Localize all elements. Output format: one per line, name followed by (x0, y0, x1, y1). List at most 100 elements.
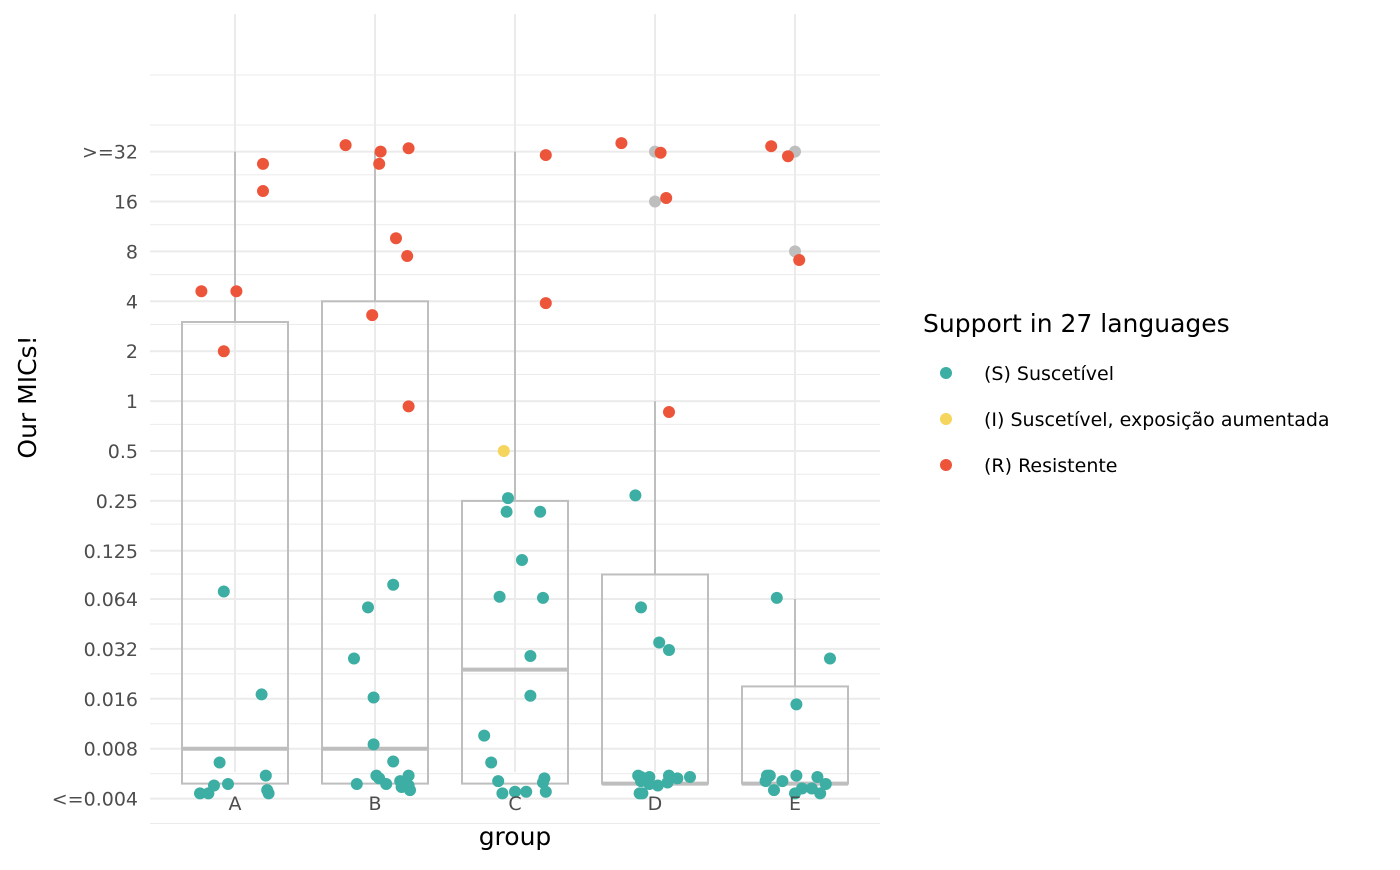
data-point-A-R (217, 345, 230, 358)
data-point-C-S (478, 729, 491, 742)
data-point-C-S (516, 554, 528, 567)
data-point-E-S (790, 769, 803, 782)
data-point-E-S (819, 777, 832, 790)
data-point-C-S (500, 505, 513, 518)
data-point-B-S (404, 784, 416, 797)
jitter-points (194, 137, 836, 800)
data-point-C-R (539, 297, 552, 310)
data-point-C-S (496, 787, 509, 800)
y-tick-label: 0.125 (84, 541, 138, 563)
data-point-E-R (765, 140, 778, 153)
data-point-A-R (257, 185, 269, 198)
data-point-C-S (537, 591, 549, 604)
data-point-D-S (651, 779, 664, 792)
data-point-B-R (366, 309, 379, 322)
y-tick-label: 0.016 (84, 689, 138, 711)
x-tick-label: C (508, 793, 521, 815)
data-point-A-S (213, 756, 226, 769)
data-point-C-S (534, 505, 547, 518)
data-point-E-S (770, 591, 783, 604)
data-point-A-S (255, 688, 268, 701)
data-point-D-R (660, 191, 673, 204)
data-point-B-S (350, 777, 363, 790)
data-point-E-S (824, 652, 836, 665)
data-point-D-S (635, 601, 647, 614)
data-point-B-S (387, 578, 400, 591)
data-point-B-S (362, 601, 374, 614)
x-tick-label: D (648, 793, 663, 815)
x-axis-title: group (479, 822, 552, 851)
legend-key-R (940, 459, 952, 471)
data-point-C-I (497, 445, 510, 458)
y-tick-label: 0.25 (96, 491, 138, 513)
legend-label-I: (I) Suscetível, exposição aumentada (984, 409, 1330, 431)
y-tick-label: 16 (114, 192, 138, 214)
data-point-B-S (387, 755, 400, 768)
data-point-C-S (485, 756, 498, 769)
data-point-A-S (222, 777, 234, 790)
data-point-D-S (636, 787, 649, 800)
data-point-D-NA (649, 195, 661, 208)
data-point-D-S (629, 489, 642, 502)
data-point-B-R (402, 400, 415, 413)
data-point-B-S (348, 652, 360, 665)
box-C (461, 151, 569, 785)
y-axis-title: Our MICs! (13, 335, 42, 458)
data-point-A-S (259, 769, 272, 782)
data-point-E-S (768, 784, 780, 797)
data-point-E-R (782, 150, 794, 163)
legend-key-I (940, 413, 952, 425)
data-point-E-S (814, 787, 827, 800)
data-point-B-S (367, 691, 380, 704)
data-point-B-R (339, 139, 352, 152)
data-point-C-S (524, 689, 537, 702)
data-point-B-S (367, 738, 380, 751)
y-tick-label: 2 (126, 341, 138, 363)
data-point-E-S (811, 770, 824, 783)
y-tick-label: 8 (126, 241, 138, 263)
y-axis-tick-labels: <=0.0040.0080.0160.0320.0640.1250.250.51… (52, 142, 138, 811)
y-tick-label: 0.5 (108, 441, 138, 463)
data-point-C-S (539, 785, 552, 798)
data-point-A-S (194, 787, 206, 800)
data-point-D-S (671, 772, 684, 785)
data-point-D-R (615, 137, 628, 150)
y-tick-label: 4 (126, 291, 138, 313)
data-point-D-R (654, 146, 667, 159)
data-point-B-S (380, 777, 393, 790)
y-tick-label: 0.032 (84, 639, 138, 661)
data-point-B-R (402, 142, 415, 155)
y-tick-label: >=32 (82, 142, 138, 164)
data-point-D-S (661, 776, 674, 789)
legend-label-R: (R) Resistente (984, 455, 1118, 477)
data-point-C-R (539, 149, 552, 162)
data-point-E-S (759, 775, 772, 788)
data-point-E-S (776, 775, 789, 788)
box-rect (461, 499, 569, 785)
data-point-C-S (524, 649, 537, 662)
legend-title: Support in 27 languages (923, 309, 1230, 338)
legend: Support in 27 languages (S) Suscetível (I… (923, 309, 1330, 477)
data-point-C-S (493, 590, 506, 603)
data-point-B-R (390, 232, 402, 245)
legend-label-S: (S) Suscetível (984, 363, 1114, 385)
data-point-B-R (401, 250, 414, 263)
data-point-D-S (663, 644, 675, 657)
data-point-C-S (537, 776, 549, 789)
box-rect (181, 321, 289, 785)
data-point-A-R (195, 285, 208, 298)
data-point-D-S (684, 770, 696, 783)
legend-key-S (940, 367, 952, 379)
data-point-A-R (230, 285, 243, 298)
data-point-C-S (520, 785, 533, 798)
box-A (181, 151, 289, 785)
data-point-A-S (217, 585, 230, 598)
x-tick-label: A (229, 793, 242, 815)
y-tick-label: 1 (126, 391, 138, 413)
box-rect (321, 300, 429, 785)
y-tick-label: <=0.004 (52, 789, 138, 811)
data-point-D-S (653, 636, 666, 649)
data-point-A-R (257, 157, 269, 170)
